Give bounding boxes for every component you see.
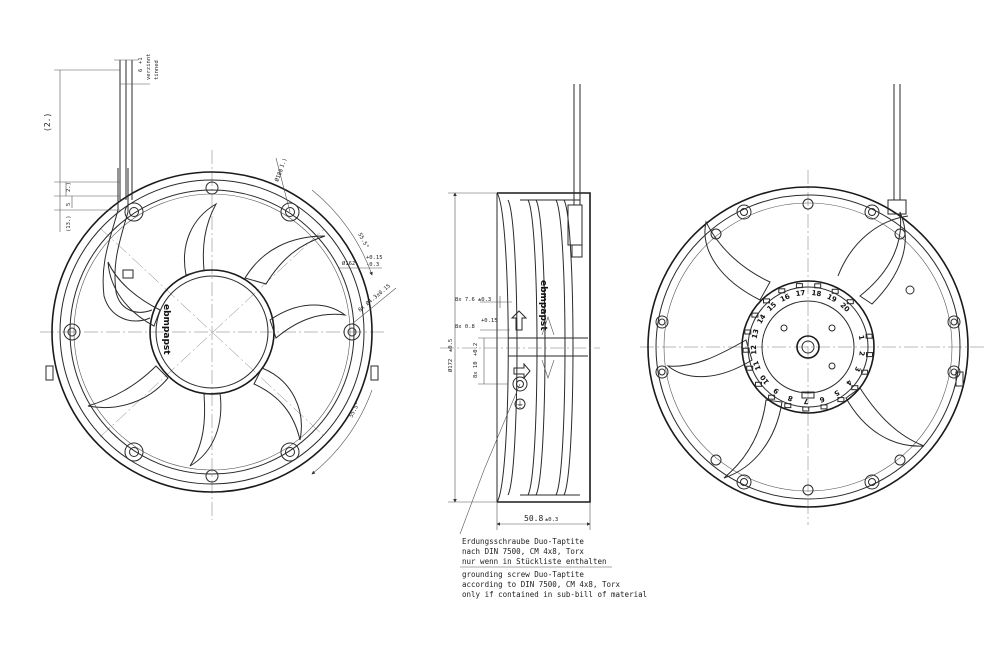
front-view: ebmpapst (2.) 2.) 5 (13.) 6 +1 verzinnt …	[40, 54, 397, 520]
note-de-3: nur wenn in Stückliste enthalten	[462, 557, 607, 566]
dia162-tol-a: +0.15	[366, 255, 383, 261]
dim-13: (13.)	[66, 215, 72, 232]
pcb-pad	[755, 381, 762, 387]
note-en-3: only if contained in sub-bill of materia…	[462, 590, 647, 599]
pcb-pad	[814, 283, 822, 289]
pcb-pad	[866, 352, 873, 358]
grounding-screw-notes: Erdungsschraube Duo-Taptite nach DIN 750…	[460, 537, 647, 599]
note-en-1: grounding screw Duo-Taptite	[462, 570, 584, 579]
pcb-pad	[751, 312, 759, 318]
pcb-pad	[768, 394, 776, 400]
angle-bottom-dim: 55.5°	[348, 401, 361, 418]
svg-text:⏚: ⏚	[516, 400, 524, 409]
side-brand-label: ebmpapst	[538, 280, 548, 331]
pcb-pad	[831, 288, 839, 294]
pcb-pad	[763, 298, 770, 304]
mounting-bosses	[63, 181, 361, 483]
front-brand-label: ebmpapst	[161, 304, 171, 355]
pcb-pad	[746, 365, 754, 371]
dim-2: 2.)	[66, 182, 72, 192]
depth-dim: 50.8	[524, 514, 543, 523]
pcb-pad	[851, 385, 859, 391]
rear-blades	[666, 211, 925, 479]
pcb-pin-number: 7	[803, 397, 808, 405]
depth-tol: ±0.3	[545, 517, 558, 523]
pcb-pad	[795, 283, 803, 289]
dia188-dim: Ø188	[273, 168, 284, 183]
pcb-pin-number: 19	[826, 293, 838, 305]
pcb-pin-number: 8	[787, 393, 794, 402]
pcb-pin-number: 12	[750, 345, 759, 355]
pcb-pad	[846, 299, 854, 305]
dim-5: 5	[66, 203, 72, 206]
pcb-pin-number: 9	[772, 386, 781, 395]
pcb-pad	[802, 406, 810, 412]
pcb-pad	[778, 288, 786, 294]
side-10-tol: +0.2	[473, 343, 479, 356]
dia162-tol-b: -0.3	[366, 262, 379, 268]
wire-size-label: 6	[138, 69, 144, 72]
angle-top-dim: 55.5°	[356, 232, 369, 249]
pcb-pin-number: 17	[795, 289, 806, 298]
pcb-pad	[837, 397, 845, 403]
pcb-pad	[865, 333, 873, 339]
note-en-2: according to DIN 7500, CM 4x8, Torx	[462, 580, 621, 589]
pcb-pin-number: 3	[853, 365, 862, 373]
side-view: ebmpapst ⏚ Ø172 ±0.5 50.8 ±0.3 8x 7.6 ±0…	[440, 84, 600, 535]
lead-length-dim: (2.)	[43, 113, 52, 132]
pcb-pin-number: 1	[857, 335, 866, 341]
pcb-pin-number: 6	[818, 395, 825, 404]
note-de-1: Erdungsschraube Duo-Taptite	[462, 537, 584, 546]
wire-label-tinned: tinned	[154, 60, 160, 80]
wire-label-verzinnt: verzinnt	[146, 54, 152, 81]
side-76-tol: ±0.3	[478, 297, 491, 303]
front-blades	[87, 202, 347, 467]
pcb-pad	[742, 347, 750, 353]
dia162-dim: Ø162	[342, 260, 355, 267]
pcb-pad	[784, 403, 792, 409]
pcb-pin-number: 13	[751, 328, 761, 340]
pcb-pad	[744, 329, 752, 335]
side-08-dim: 8x 0.8	[455, 324, 475, 330]
pcb-pin-number: 4	[844, 378, 853, 387]
height-tol: ±0.5	[448, 339, 454, 352]
pcb-pin-number: 16	[779, 292, 791, 303]
pcb-pin-number: 5	[832, 388, 840, 397]
holes-tol: ±0.15	[375, 283, 392, 298]
height-dim: Ø172	[447, 359, 454, 372]
side-08-tol: +0.15	[481, 318, 498, 324]
side-76-dim: 8x 7.6	[455, 297, 475, 303]
pcb-pad	[820, 404, 828, 410]
pcb-pad	[861, 369, 869, 375]
pcb-pin-number: 14	[756, 313, 768, 326]
note-de-2: nach DIN 7500, CM 4x8, Torx	[462, 547, 584, 556]
pcb-pin-number: 2	[857, 351, 866, 357]
wire-tol-label: +1	[138, 57, 144, 64]
pcb-pin-number: 18	[811, 289, 822, 298]
dia188-suffix: 1.)	[279, 157, 288, 168]
side-10-dim: 8x 10	[473, 361, 479, 378]
pcb-pin-number: 11	[752, 359, 763, 371]
